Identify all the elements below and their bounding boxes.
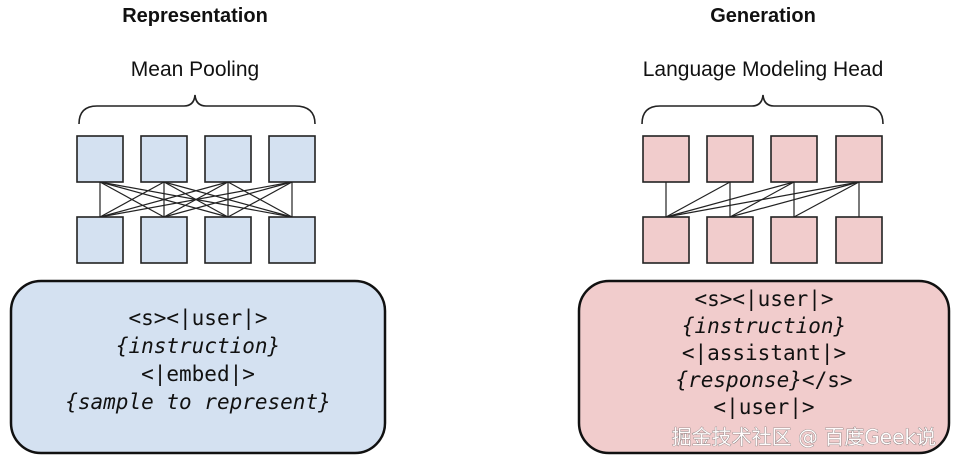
prompt-segment: <|assistant|> bbox=[682, 341, 846, 366]
generation-attention-edges bbox=[665, 181, 860, 218]
representation-prompt-text: <s><|user|> {instruction} <|embed|> {sample… bbox=[65, 306, 331, 414]
output-token-node bbox=[204, 135, 252, 183]
mean-pooling-label: Mean Pooling bbox=[131, 58, 259, 81]
representation-panel: Representation Mean Pooling <s><|user|> {… bbox=[9, 5, 387, 455]
input-token-node bbox=[770, 216, 818, 264]
representation-title: Representation bbox=[122, 5, 268, 27]
attention-edge bbox=[99, 181, 293, 218]
prompt-line: <|embed|> bbox=[141, 362, 255, 387]
input-token-node bbox=[268, 216, 316, 264]
generation-prompt-text: <s><|user|>{instruction} <|assistant|>{re… bbox=[675, 287, 852, 420]
input-token-node bbox=[76, 216, 124, 264]
prompt-segment: </s> bbox=[802, 368, 853, 392]
output-token-node bbox=[76, 135, 124, 183]
representation-token-nodes bbox=[76, 135, 316, 264]
prompt-line: {instruction} bbox=[116, 334, 280, 358]
output-token-node bbox=[706, 135, 754, 183]
attention-edge bbox=[99, 181, 229, 218]
input-token-node bbox=[642, 216, 690, 264]
prompt-segment: <|embed|> bbox=[141, 362, 255, 387]
generation-title: Generation bbox=[710, 5, 816, 27]
prompt-segment: <|user|> bbox=[713, 395, 814, 420]
generation-token-nodes bbox=[642, 135, 883, 264]
prompt-line: {response}</s> bbox=[675, 368, 852, 392]
prompt-line: {sample to represent} bbox=[65, 390, 331, 414]
generation-brace bbox=[641, 94, 884, 125]
input-token-node bbox=[140, 216, 188, 264]
output-token-node bbox=[140, 135, 188, 183]
prompt-line: <s><|user|> bbox=[694, 287, 833, 312]
prompt-segment: {instruction} bbox=[682, 314, 846, 338]
input-token-node bbox=[204, 216, 252, 264]
input-token-node bbox=[835, 216, 883, 264]
prompt-segment: <s><|user|> bbox=[128, 306, 267, 331]
language-modeling-head-label: Language Modeling Head bbox=[643, 58, 884, 81]
attention-edge bbox=[793, 181, 860, 218]
prompt-segment: {response} bbox=[675, 368, 801, 392]
representation-attention-edges bbox=[99, 181, 293, 218]
output-token-node bbox=[835, 135, 883, 183]
attention-edge bbox=[99, 181, 165, 218]
representation-prompt-box bbox=[9, 279, 387, 455]
attention-edge bbox=[227, 181, 293, 218]
prompt-line: <s><|user|> bbox=[128, 306, 267, 331]
prompt-line: <|assistant|> bbox=[682, 341, 846, 366]
output-token-node bbox=[770, 135, 818, 183]
attention-edge bbox=[729, 181, 795, 218]
generation-prompt-box bbox=[577, 279, 951, 455]
prompt-segment: {sample to represent} bbox=[65, 390, 331, 414]
prompt-segment: {instruction} bbox=[116, 334, 280, 358]
output-token-node bbox=[268, 135, 316, 183]
input-token-node bbox=[706, 216, 754, 264]
representation-brace bbox=[78, 94, 316, 125]
output-token-node bbox=[642, 135, 690, 183]
watermark-text: 掘金技术社区 @ 百度Geek说 bbox=[672, 425, 936, 449]
generation-panel: Generation Language Modeling Head <s><|u… bbox=[577, 5, 951, 455]
prompt-segment: <s><|user|> bbox=[694, 287, 833, 312]
attention-edge bbox=[163, 181, 293, 218]
attention-edge bbox=[665, 181, 731, 218]
prompt-line: {instruction} bbox=[682, 314, 846, 338]
prompt-line: <|user|> bbox=[713, 395, 814, 420]
